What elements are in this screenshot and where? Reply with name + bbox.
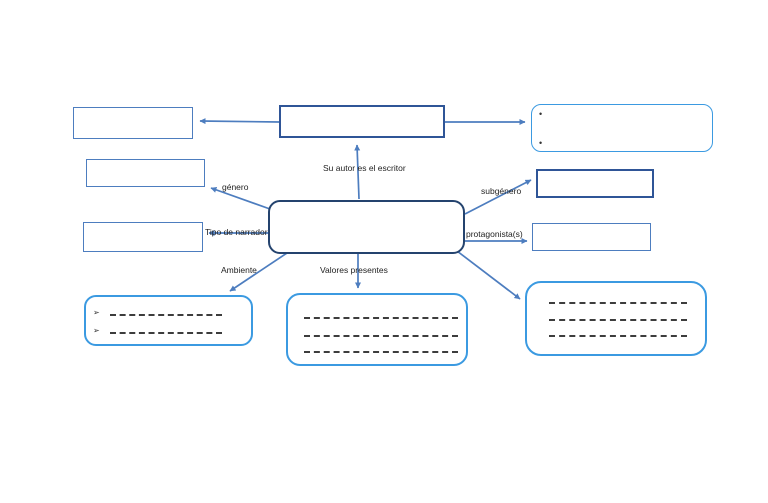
label-ambiente: Ambiente xyxy=(221,265,257,275)
node-ambiente-target[interactable]: ➢ ➢ xyxy=(84,295,253,346)
blank-write-line xyxy=(549,319,687,321)
blank-write-line xyxy=(110,314,222,316)
node-genre-target[interactable] xyxy=(86,159,205,187)
arrowhead-bullet-icon: ➢ xyxy=(93,326,100,335)
label-valores: Valores presentes xyxy=(320,265,388,275)
blank-write-line xyxy=(304,317,458,319)
arrow-to-bottom-right xyxy=(456,250,521,300)
node-center[interactable] xyxy=(268,200,465,254)
node-subgenre-target[interactable] xyxy=(536,169,654,198)
node-bottom-right-target[interactable] xyxy=(525,281,707,356)
label-genero: género xyxy=(222,182,249,192)
node-valores-target[interactable] xyxy=(286,293,468,366)
arrow-genero xyxy=(210,187,271,210)
bullet-dot-icon: • xyxy=(539,138,543,148)
bullet-dot-icon: • xyxy=(539,109,543,119)
arrow-subgenero xyxy=(464,179,532,215)
blank-write-line xyxy=(110,332,222,334)
node-narrator-target[interactable] xyxy=(83,222,203,252)
arrowhead-bullet-icon: ➢ xyxy=(93,308,100,317)
label-su-autor: Su autor es el escritor xyxy=(323,163,406,173)
node-protagonist-target[interactable] xyxy=(532,223,651,251)
node-top-center[interactable] xyxy=(279,105,445,138)
node-top-right[interactable]: • • xyxy=(531,104,713,152)
blank-write-line xyxy=(549,335,687,337)
blank-write-line xyxy=(304,351,458,353)
label-subgenero: subgénero xyxy=(481,186,522,196)
label-protagonistas: protagonista(s) xyxy=(466,229,523,239)
node-top-left[interactable] xyxy=(73,107,193,139)
label-tipo-narrador: Tipo de narrador xyxy=(205,227,268,237)
arrow-author-to-top-center xyxy=(354,144,361,200)
blank-write-line xyxy=(549,302,687,304)
arrow-top-center-to-top-left xyxy=(199,118,280,125)
arrow-ambiente xyxy=(229,252,288,292)
blank-write-line xyxy=(304,335,458,337)
